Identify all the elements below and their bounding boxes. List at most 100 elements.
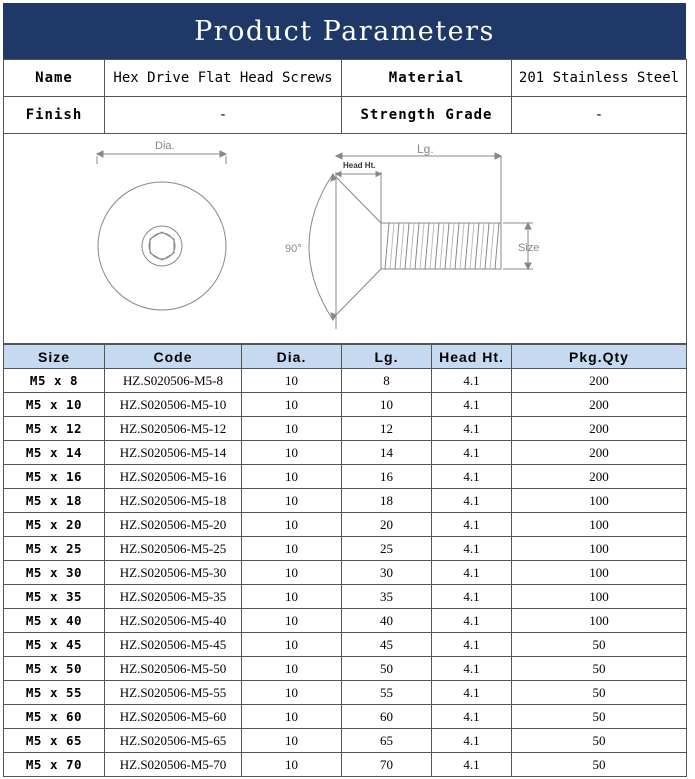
cell-pkg-qty: 200	[511, 416, 687, 441]
grade-value: -	[511, 96, 687, 134]
cell-head-ht: 4.1	[431, 704, 512, 729]
side-view	[308, 152, 533, 329]
cell-size: M5 x 65	[3, 728, 105, 753]
material-value: 201 Stainless Steel	[511, 59, 687, 97]
cell-pkg-qty: 100	[511, 488, 687, 513]
cell-pkg-qty: 200	[511, 464, 687, 489]
cell-dia: 10	[241, 416, 342, 441]
cell-code: HZ.S020506-M5-10	[104, 392, 242, 417]
cell-lg: 14	[341, 440, 432, 465]
cell-code: HZ.S020506-M5-14	[104, 440, 242, 465]
cell-head-ht: 4.1	[431, 368, 512, 393]
cell-size: M5 x 50	[3, 656, 105, 681]
cell-lg: 12	[341, 416, 432, 441]
dia-label: Dia.	[155, 140, 175, 152]
cell-head-ht: 4.1	[431, 728, 512, 753]
cell-head-ht: 4.1	[431, 752, 512, 777]
cell-lg: 45	[341, 632, 432, 657]
cell-head-ht: 4.1	[431, 464, 512, 489]
cell-dia: 10	[241, 488, 342, 513]
top-view	[95, 150, 227, 311]
cell-size: M5 x 12	[3, 416, 105, 441]
cell-code: HZ.S020506-M5-12	[104, 416, 242, 441]
cell-lg: 25	[341, 536, 432, 561]
cell-head-ht: 4.1	[431, 488, 512, 513]
screw-drawing: Dia.	[95, 140, 539, 329]
cell-head-ht: 4.1	[431, 440, 512, 465]
cell-code: HZ.S020506-M5-16	[104, 464, 242, 489]
cell-head-ht: 4.1	[431, 536, 512, 561]
page-title: Product Parameters	[3, 3, 686, 59]
cell-head-ht: 4.1	[431, 560, 512, 585]
cell-lg: 8	[341, 368, 432, 393]
spec-table: Size Code Dia. Lg. Head Ht. Pkg.Qty M5 x…	[3, 344, 687, 777]
finish-label: Finish	[3, 96, 105, 134]
cell-code: HZ.S020506-M5-55	[104, 680, 242, 705]
cell-dia: 10	[241, 680, 342, 705]
col-header-size: Size	[3, 344, 105, 369]
lg-label: Lg.	[417, 142, 434, 156]
cell-code: HZ.S020506-M5-20	[104, 512, 242, 537]
cell-dia: 10	[241, 440, 342, 465]
cell-pkg-qty: 200	[511, 368, 687, 393]
cell-dia: 10	[241, 752, 342, 777]
cell-lg: 20	[341, 512, 432, 537]
cell-pkg-qty: 50	[511, 752, 687, 777]
cell-pkg-qty: 50	[511, 656, 687, 681]
cell-dia: 10	[241, 728, 342, 753]
angle-label: 90°	[285, 243, 302, 255]
cell-lg: 10	[341, 392, 432, 417]
finish-value: -	[104, 96, 342, 134]
cell-code: HZ.S020506-M5-35	[104, 584, 242, 609]
name-label: Name	[3, 59, 105, 97]
cell-size: M5 x 45	[3, 632, 105, 657]
cell-head-ht: 4.1	[431, 680, 512, 705]
cell-head-ht: 4.1	[431, 512, 512, 537]
cell-size: M5 x 10	[3, 392, 105, 417]
cell-lg: 35	[341, 584, 432, 609]
col-header-pkg-qty: Pkg.Qty	[511, 344, 687, 369]
cell-code: HZ.S020506-M5-45	[104, 632, 242, 657]
cell-head-ht: 4.1	[431, 608, 512, 633]
cell-dia: 10	[241, 368, 342, 393]
product-sheet: Product Parameters Name Hex Drive Flat H…	[3, 3, 687, 777]
cell-dia: 10	[241, 536, 342, 561]
cell-lg: 30	[341, 560, 432, 585]
cell-lg: 18	[341, 488, 432, 513]
cell-size: M5 x 25	[3, 536, 105, 561]
cell-size: M5 x 18	[3, 488, 105, 513]
col-header-head-ht: Head Ht.	[431, 344, 512, 369]
material-label: Material	[341, 59, 512, 97]
cell-code: HZ.S020506-M5-65	[104, 728, 242, 753]
size-label: Size	[518, 242, 539, 254]
cell-size: M5 x 35	[3, 584, 105, 609]
cell-size: M5 x 30	[3, 560, 105, 585]
drawing-row: Dia.	[3, 133, 687, 344]
cell-head-ht: 4.1	[431, 416, 512, 441]
head-ht-label: Head Ht.	[343, 161, 375, 170]
cell-size: M5 x 55	[3, 680, 105, 705]
col-header-dia: Dia.	[241, 344, 342, 369]
cell-lg: 40	[341, 608, 432, 633]
info-row-name: Name Hex Drive Flat Head Screws Material…	[3, 59, 687, 97]
name-value: Hex Drive Flat Head Screws	[104, 59, 342, 97]
cell-size: M5 x 20	[3, 512, 105, 537]
cell-lg: 65	[341, 728, 432, 753]
cell-code: HZ.S020506-M5-30	[104, 560, 242, 585]
cell-lg: 55	[341, 680, 432, 705]
cell-code: HZ.S020506-M5-25	[104, 536, 242, 561]
drawing-cell: Dia.	[3, 133, 687, 344]
